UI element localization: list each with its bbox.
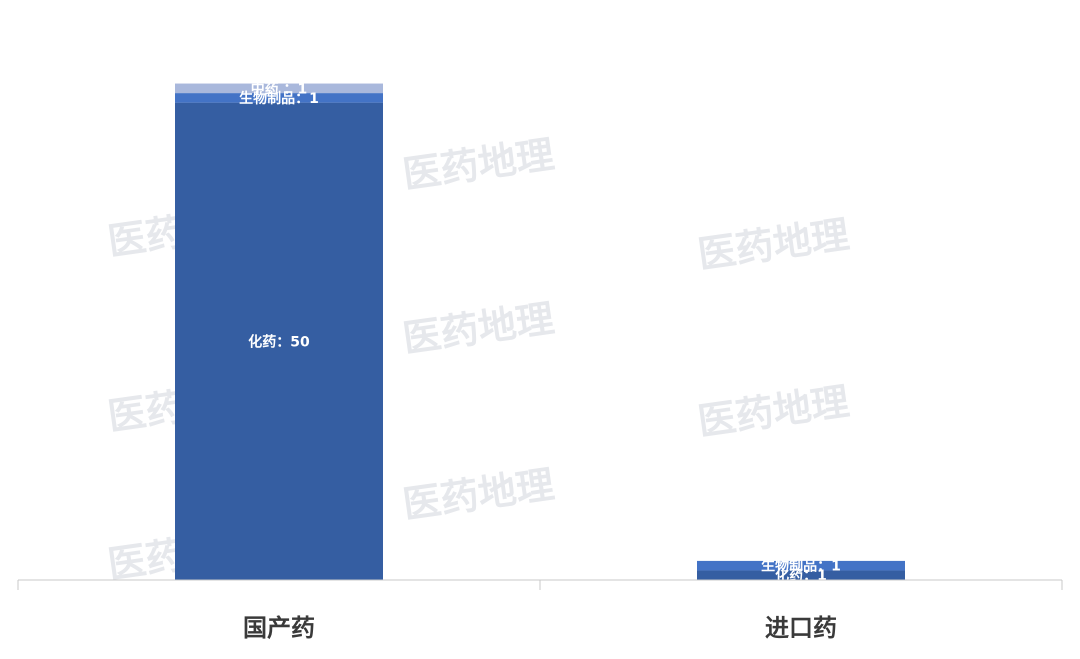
data-label-0-2: 中药 ：1 [251,80,308,97]
bar-1-0 [697,570,905,580]
data-label-0-0: 化药：50 [248,333,310,350]
watermark-text-1: 医药地理 [400,132,557,197]
bars-layer [175,83,905,580]
bar-0-2 [175,83,383,94]
bar-0-1 [175,93,383,103]
data-label-0-1: 生物制品：1 [239,90,319,107]
bar-1-1 [697,560,905,571]
x-tick-label-0: 国产药 [243,614,315,642]
watermark-text-2: 医药地理 [400,296,557,361]
bar-0-0 [175,102,383,580]
watermark-text-6: 医药地理 [695,212,852,277]
watermark-text-4: 医药地理 [400,462,557,527]
x-axis: 国产药 进口药 [17,579,1063,642]
data-label-1-1: 生物制品：1 [761,558,841,575]
x-tick-label-1: 进口药 [765,614,837,642]
watermark-text-7: 医药地理 [695,379,852,444]
